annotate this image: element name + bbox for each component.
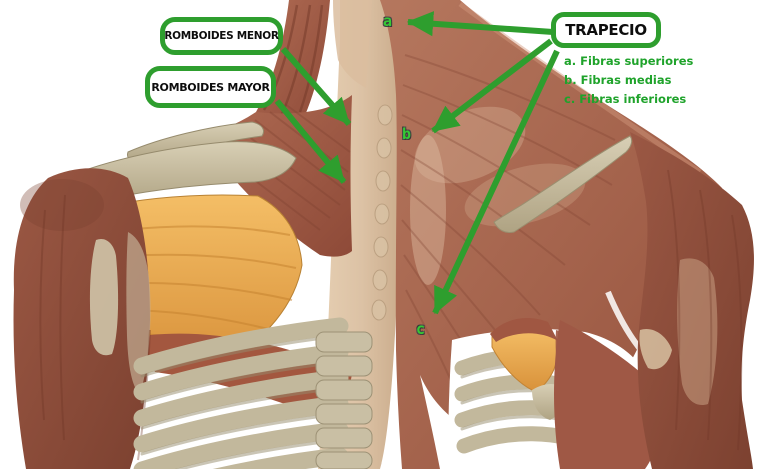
label-romboides-menor-text: ROMBOIDES MENOR: [164, 30, 279, 42]
lower-vertebrae: [315, 331, 373, 469]
trapecio-fiber-list: a. Fibras superiores b. Fibras medias c.…: [564, 52, 693, 109]
right-arm: [554, 132, 754, 469]
label-romboides-mayor: ROMBOIDES MAYOR: [145, 66, 276, 108]
label-romboides-mayor-text: ROMBOIDES MAYOR: [151, 80, 270, 94]
fiber-item-medias: b. Fibras medias: [564, 73, 672, 87]
label-romboides-menor: ROMBOIDES MENOR: [160, 17, 283, 55]
arrow-to-b: [431, 38, 553, 134]
left-rib-cage: [133, 317, 349, 469]
arrow-romboides-menor: [280, 47, 352, 126]
marker-a: a: [383, 12, 393, 30]
fiber-item-inferiores: c. Fibras inferiores: [564, 92, 687, 106]
arrow-to-c: [432, 49, 560, 315]
label-trapecio: TRAPECIO: [551, 12, 661, 48]
arrow-romboides-mayor: [274, 99, 347, 184]
marker-c: c: [416, 320, 426, 338]
label-trapecio-text: TRAPECIO: [565, 21, 647, 39]
left-arm: [13, 168, 151, 469]
right-scapular-spine-bone: [493, 135, 633, 233]
fiber-item-superiores: a. Fibras superiores: [564, 54, 694, 68]
marker-b: b: [402, 125, 412, 143]
arrow-to-a: [406, 11, 554, 37]
